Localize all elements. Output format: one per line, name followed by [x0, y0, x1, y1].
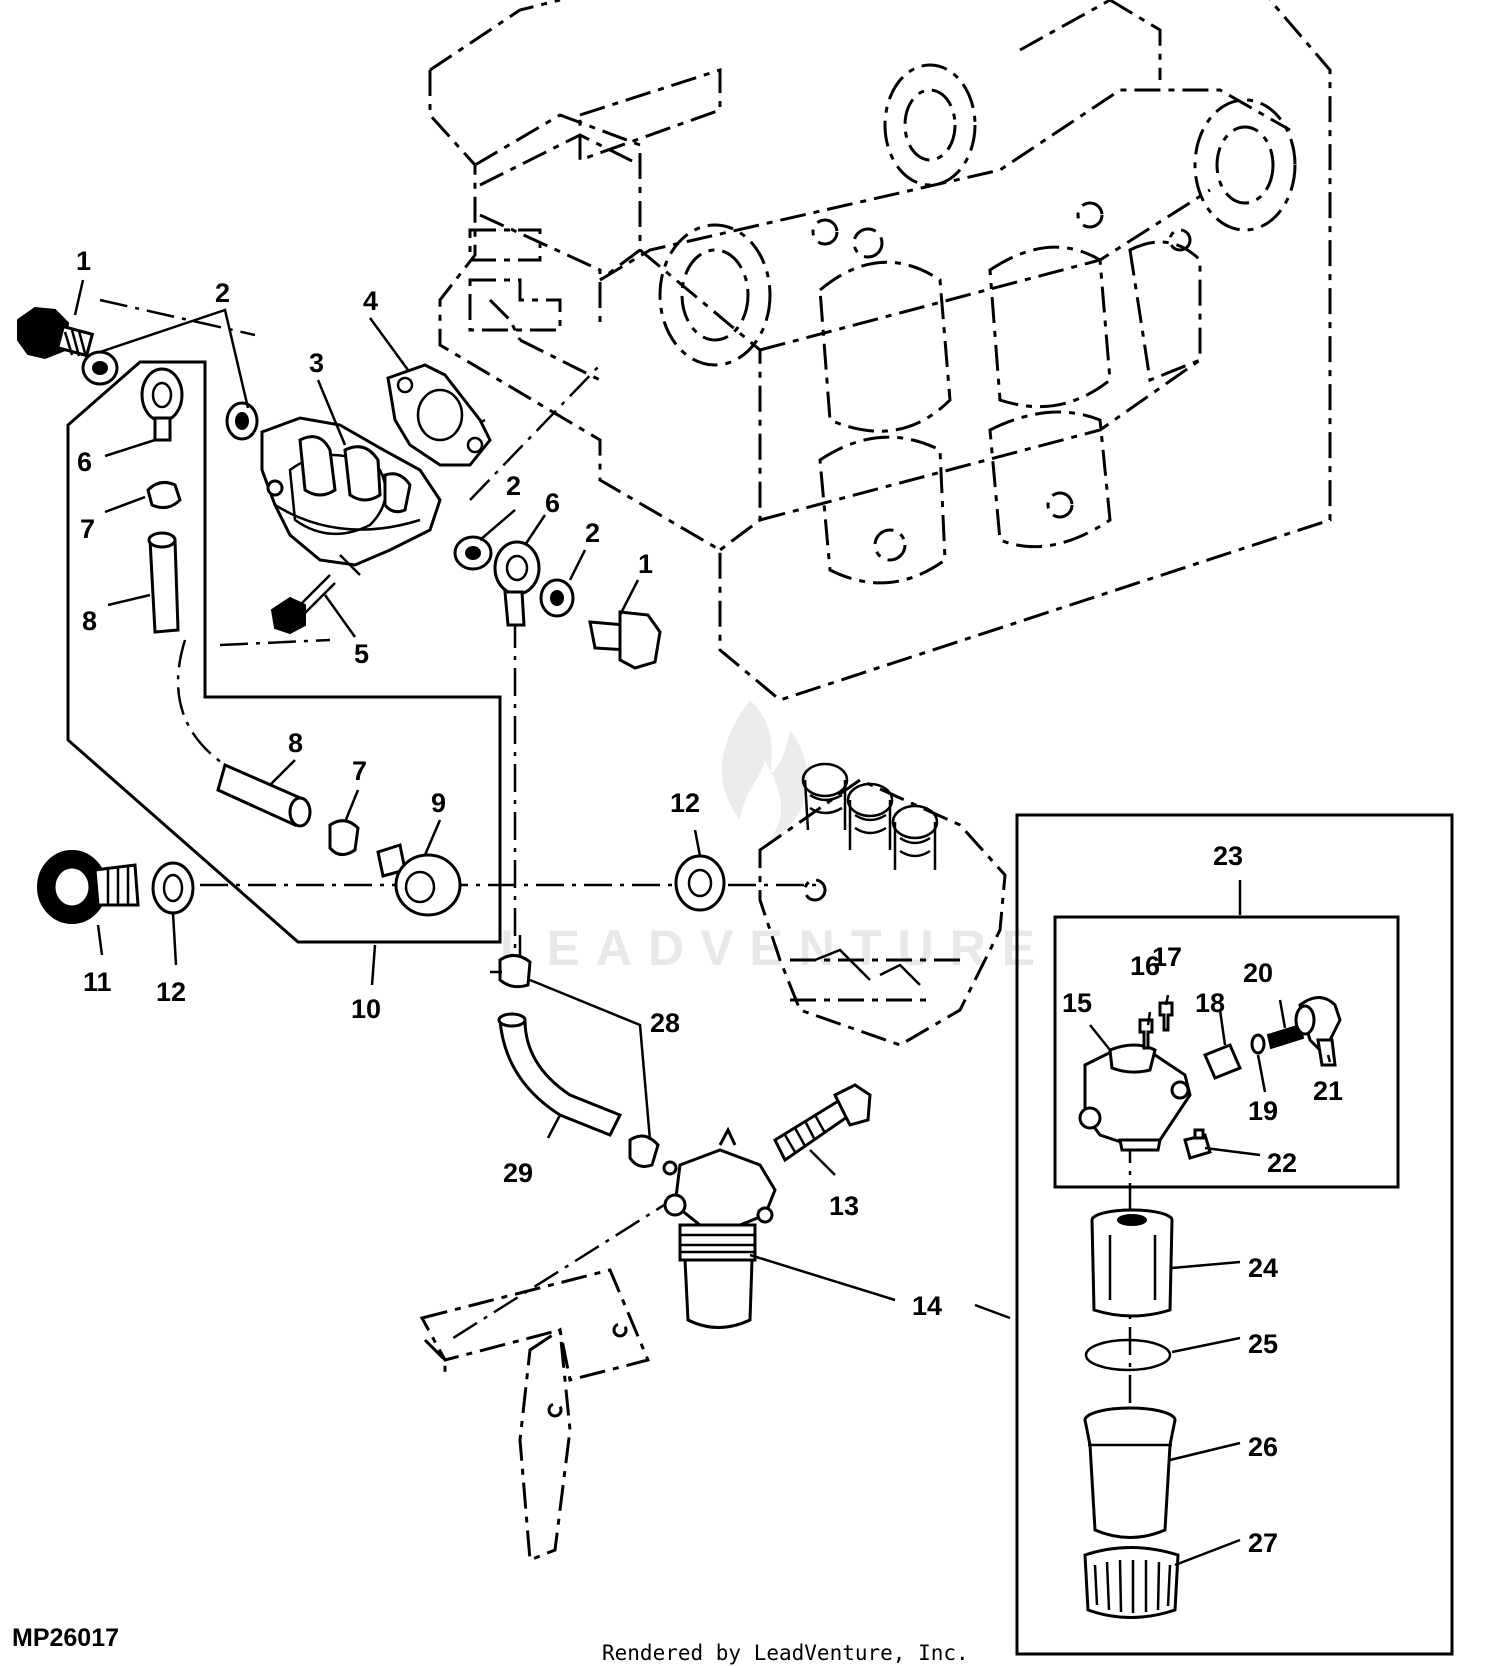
watermark-text: LEADVENTURE [500, 920, 1051, 976]
callout-24: 24 [1248, 1253, 1278, 1283]
callout-2-top: 2 [215, 278, 230, 308]
callout-2-middle: 2 [506, 471, 521, 501]
injection-pump [758, 762, 1007, 1047]
part-fitting-9 [376, 843, 462, 917]
part-o-ring-19 [1250, 1033, 1266, 1055]
callout-3: 3 [309, 348, 324, 378]
render-credit: Rendered by LeadVenture, Inc. [602, 1641, 969, 1665]
part-gasket-4 [386, 363, 492, 467]
part-fuel-filter-14 [662, 1126, 777, 1329]
part-washer-12-left [151, 861, 195, 915]
callout-19: 19 [1248, 1096, 1278, 1126]
callout-17: 17 [1152, 942, 1182, 972]
washer-hole [92, 361, 108, 375]
part-elbow-21 [1294, 996, 1342, 1067]
part-banjo-fitting-6-left [140, 367, 184, 442]
part-spring-20 [1266, 1023, 1305, 1050]
callout-7-left: 7 [80, 514, 95, 544]
callout-5: 5 [354, 639, 369, 669]
part-bolt-13 [773, 1083, 872, 1163]
part-hose-29 [498, 1018, 623, 1137]
callout-7-bottom: 7 [352, 756, 367, 786]
part-filter-bowl-26 [1083, 1406, 1177, 1539]
centerlines [99, 298, 1132, 1500]
washer-hole [687, 868, 713, 898]
callout-14: 14 [912, 1291, 942, 1321]
part-clamp-28-bottom [628, 1134, 660, 1168]
part-washer-12-right [674, 854, 726, 912]
callout-15: 15 [1062, 988, 1092, 1018]
callout-12-left: 12 [156, 977, 186, 1007]
part-screw-5 [270, 574, 336, 635]
callout-10: 10 [351, 994, 381, 1024]
callout-2-right: 2 [585, 518, 600, 548]
part-retaining-ring-27 [1083, 1546, 1180, 1619]
filter-head-assembly-box [1053, 915, 1400, 1189]
callout-18: 18 [1195, 988, 1225, 1018]
callout-21: 21 [1313, 1076, 1343, 1106]
callout-8-left: 8 [82, 606, 97, 636]
part-valve-18 [1203, 1043, 1242, 1080]
callout-6-middle: 6 [545, 488, 560, 518]
part-filter-head-15 [1078, 1043, 1192, 1152]
fuel-filter-kit-box [1015, 813, 1454, 1656]
part-banjo-fitting-6-middle [493, 540, 541, 627]
part-fuel-feed-pump-3 [260, 416, 442, 576]
washer-hole [465, 546, 481, 560]
callout-28: 28 [650, 1008, 680, 1038]
callout-26: 26 [1248, 1432, 1278, 1462]
engine-block [428, 0, 1332, 702]
part-banjo-bolt-1-top [17, 306, 95, 360]
part-clamp-7-left [146, 480, 182, 510]
kit-10-outline [66, 360, 502, 944]
callout-6-left: 6 [77, 447, 92, 477]
callout-9: 9 [431, 788, 446, 818]
callout-4: 4 [363, 286, 378, 316]
callout-23: 23 [1213, 841, 1243, 871]
callout-8-bottom: 8 [288, 728, 303, 758]
washer-hole [162, 873, 184, 903]
callout-27: 27 [1248, 1528, 1278, 1558]
callout-22: 22 [1267, 1148, 1297, 1178]
watermark: LEADVENTURE [500, 700, 1051, 976]
part-o-ring-25 [1084, 1338, 1172, 1372]
callout-1-right: 1 [638, 549, 653, 579]
mounting-bracket [419, 1268, 651, 1563]
part-hose-8-left [147, 531, 180, 634]
hose-end [288, 796, 312, 828]
part-screw-16 [1138, 1018, 1154, 1050]
washer-hole [550, 590, 564, 606]
watermark-flame-icon [721, 700, 808, 840]
callouts: 1 2 3 4 6 7 8 2 6 2 1 5 8 7 9 11 12 10 1… [76, 246, 1343, 1558]
leader-lines [73, 279, 1332, 1567]
callout-25: 25 [1248, 1329, 1278, 1359]
part-clamp-7-bottom [328, 819, 360, 856]
callout-16: 16 [1130, 951, 1160, 981]
callout-1-top: 1 [76, 246, 91, 276]
plug-head [1193, 1128, 1205, 1140]
figure-id: MP26017 [12, 1624, 119, 1652]
washer-hole [235, 412, 249, 430]
callout-13: 13 [829, 1191, 859, 1221]
callout-12-right: 12 [670, 788, 700, 818]
part-screw-17 [1158, 1001, 1174, 1032]
callout-11: 11 [83, 967, 112, 997]
hose-end [497, 1012, 527, 1028]
part-banjo-bolt-11 [37, 850, 140, 924]
part-filter-element-24 [1090, 1208, 1174, 1318]
part-banjo-bolt-1-right [588, 610, 662, 670]
part-clamp-28-top [490, 954, 532, 989]
callout-20: 20 [1243, 958, 1273, 988]
callout-29: 29 [503, 1158, 533, 1188]
